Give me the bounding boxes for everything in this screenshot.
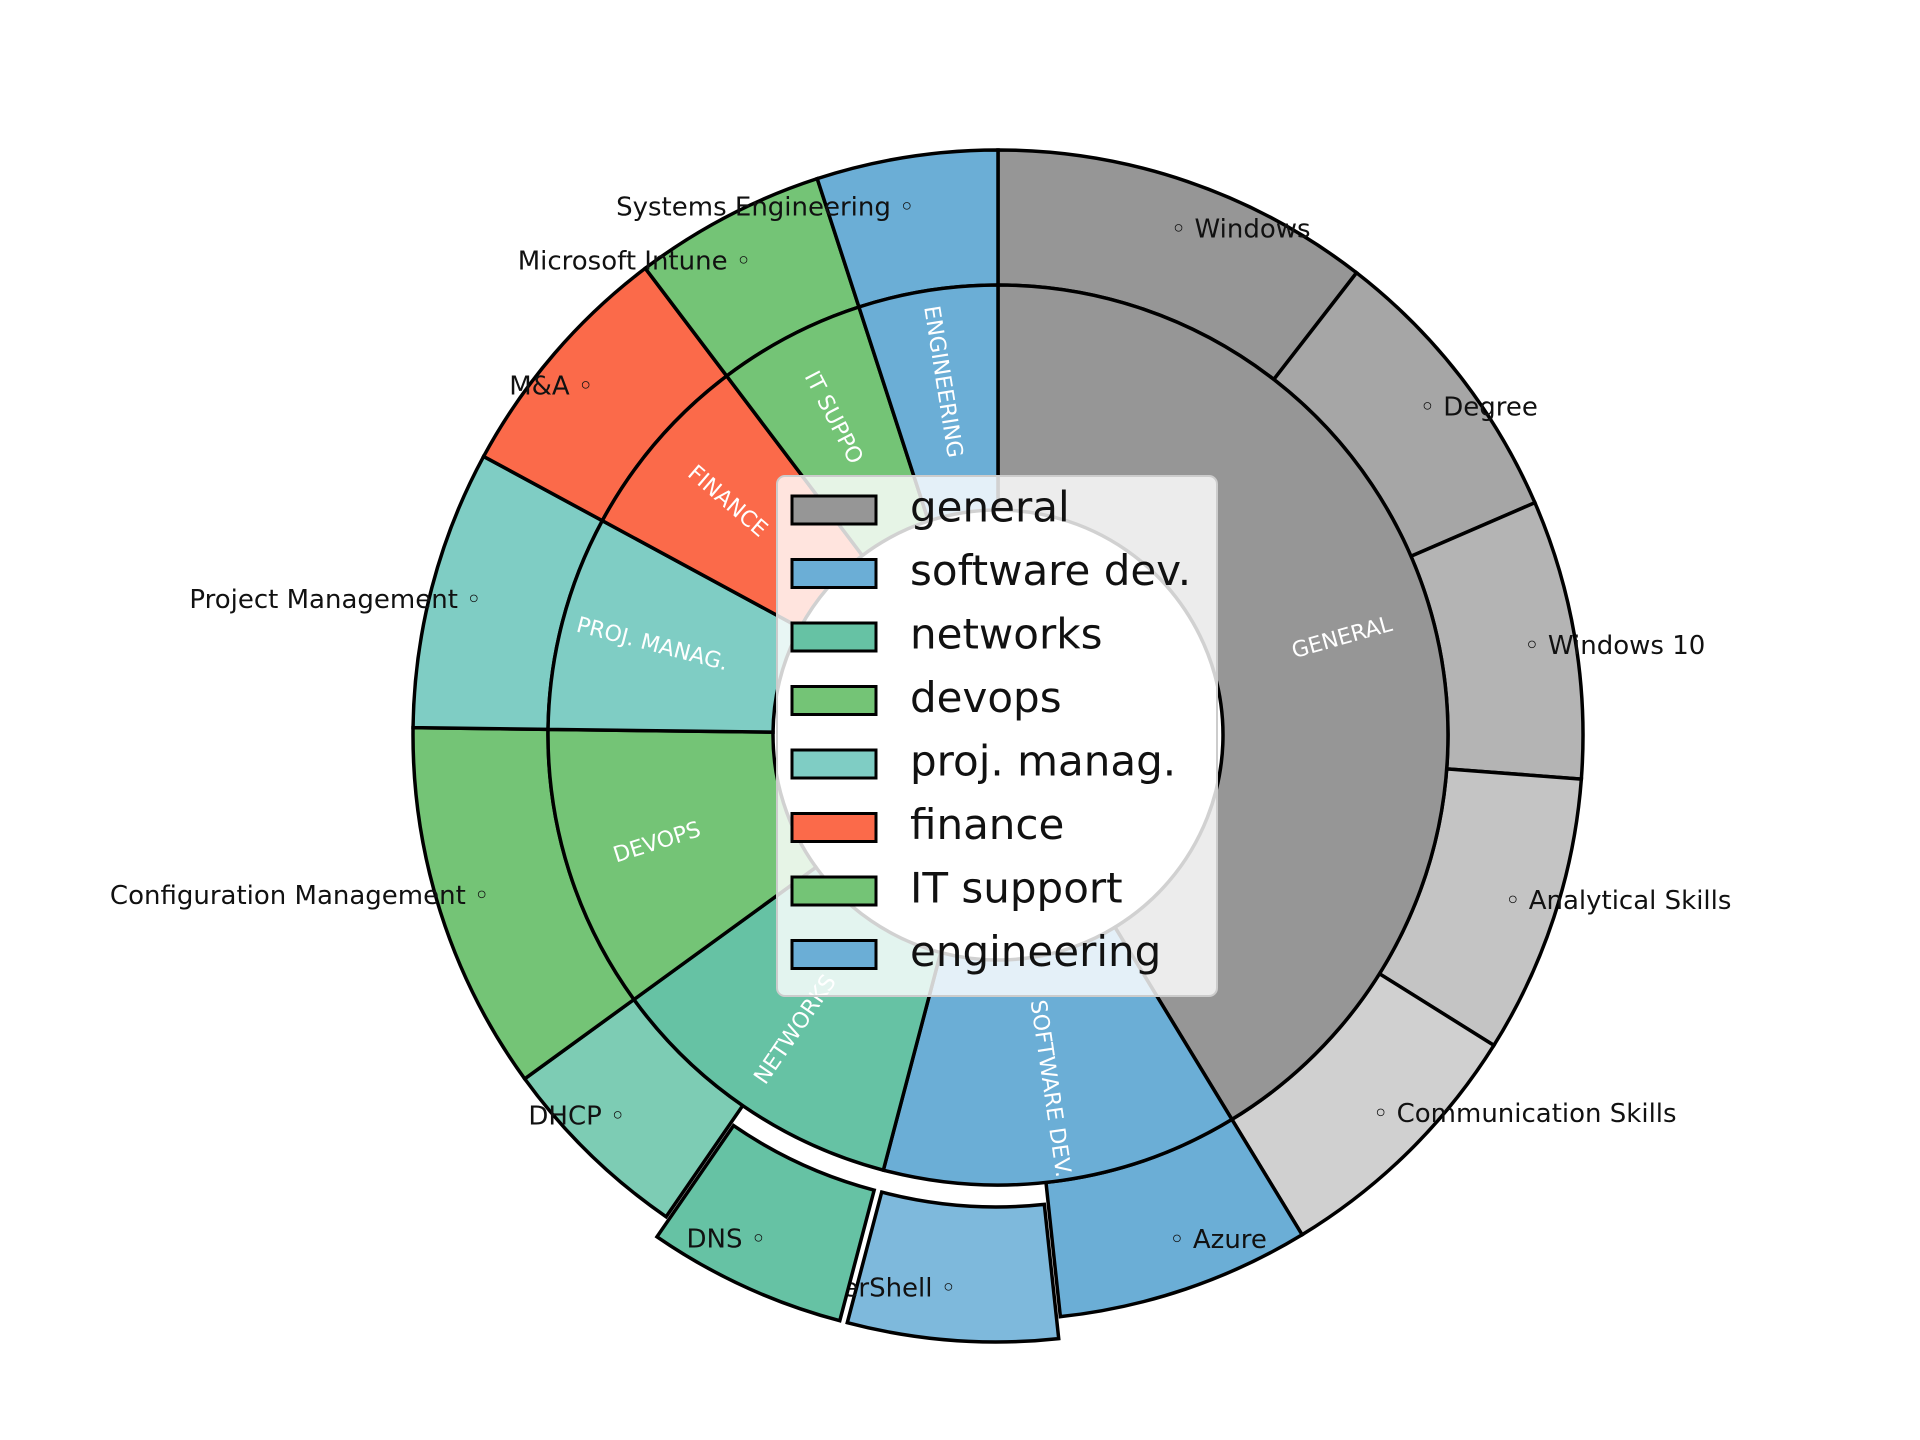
legend-label-software-dev: software dev. <box>910 546 1191 595</box>
legend-swatch-proj-manag <box>790 748 878 780</box>
outer-label-windows-10: ◦ Windows 10 <box>1524 631 1705 661</box>
outer-label-communication-skills: ◦ Communication Skills <box>1373 1099 1677 1129</box>
legend-label-finance: finance <box>910 800 1064 849</box>
legend-label-it-support: IT support <box>910 864 1123 913</box>
outer-label-m-a: M&A ◦ <box>509 372 593 402</box>
outer-label-azure: ◦ Azure <box>1169 1225 1267 1255</box>
outer-label-windows: ◦ Windows <box>1171 215 1311 245</box>
legend-swatch-general <box>790 494 878 526</box>
legend-label-proj-manag: proj. manag. <box>910 737 1176 786</box>
outer-label-dns: DNS ◦ <box>687 1225 767 1255</box>
outer-wedge-dns <box>654 1123 877 1323</box>
legend-label-engineering: engineering <box>910 927 1161 976</box>
legend: general software dev. networks devops proj. … <box>776 475 1218 997</box>
outer-label-microsoft-intune: Microsoft Intune ◦ <box>518 246 751 276</box>
outer-label-configuration-management: Configuration Management ◦ <box>110 881 489 911</box>
legend-box <box>776 475 1218 997</box>
outer-label-degree: ◦ Degree <box>1420 392 1538 422</box>
outer-label-analytical-skills: ◦ Analytical Skills <box>1505 886 1731 916</box>
legend-swatch-finance <box>790 812 878 843</box>
legend-swatch-devops <box>790 685 878 716</box>
legend-swatch-it-support <box>790 875 878 907</box>
legend-label-devops: devops <box>910 673 1062 722</box>
outer-label-dhcp: DHCP ◦ <box>528 1102 625 1132</box>
outer-label-project-management: Project Management ◦ <box>189 585 481 615</box>
legend-swatch-networks <box>790 621 878 653</box>
legend-swatch-software-dev <box>790 558 878 589</box>
legend-label-networks: networks <box>910 610 1102 659</box>
legend-swatch-engineering <box>790 939 878 970</box>
outer-label-systems-engineering: Systems Engineering ◦ <box>616 192 914 222</box>
legend-label-general: general <box>910 483 1070 532</box>
outer-wedge-powershell <box>845 1189 1061 1344</box>
